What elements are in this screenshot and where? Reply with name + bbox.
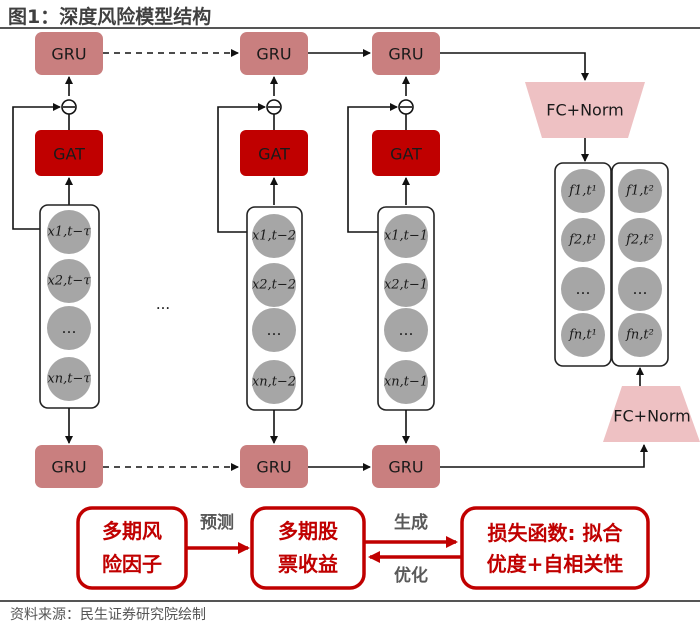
factor-f1-2: f1,t² xyxy=(625,184,654,199)
svg-text:多期股: 多期股 xyxy=(278,519,338,543)
bottom-divider xyxy=(0,600,700,602)
gru-bottom-2-label: GRU xyxy=(256,458,291,477)
gru-top-1 xyxy=(35,32,103,75)
node-x1-t-tau: x1,t−τ xyxy=(47,225,91,240)
gru-top-2-label: GRU xyxy=(256,45,291,64)
gru-bottom-1 xyxy=(35,445,103,488)
svg-text:票收益: 票收益 xyxy=(278,552,338,576)
arrow-to-fc-bottom xyxy=(440,444,648,468)
factor-group-1: f1,t¹ f2,t¹ … fn,t¹ xyxy=(554,162,612,367)
node-ellipsis-2: … xyxy=(267,321,282,339)
factor-fn-2: fn,t² xyxy=(625,328,654,343)
flow-box-loss-function: 损失函数: 拟合 优度+自相关性 xyxy=(460,506,650,590)
factor-f2-1: f2,t¹ xyxy=(568,233,597,248)
arrow-to-fc-top xyxy=(440,52,589,81)
flow-box-risk-factors: 多期风 险因子 xyxy=(76,506,188,590)
node-x1-t-2: x1,t−2 xyxy=(252,229,296,244)
gru-bottom-3 xyxy=(372,445,440,488)
top-divider xyxy=(0,27,700,29)
node-ellipsis-3: … xyxy=(399,321,414,339)
fc-norm-bottom-label: FC+Norm xyxy=(613,407,690,426)
node-x2-t-tau: x2,t−τ xyxy=(47,274,91,289)
svg-text:优度+自相关性: 优度+自相关性 xyxy=(487,552,624,576)
gru-top-2 xyxy=(240,32,308,75)
node-x2-t-2: x2,t−2 xyxy=(252,278,296,293)
gat-2-label: GAT xyxy=(258,145,290,164)
column-3: GRU GAT x1,t−1 x2,t−1 … xn,t−1 GRU xyxy=(347,32,440,488)
fc-norm-top-label: FC+Norm xyxy=(546,101,623,120)
gru-bottom-2 xyxy=(240,445,308,488)
gat-3-label: GAT xyxy=(390,145,422,164)
factor-f2-2: f2,t² xyxy=(625,233,654,248)
gru-top-3-label: GRU xyxy=(388,45,423,64)
factor-ellipsis-2: … xyxy=(633,280,648,298)
node-ellipsis-1: … xyxy=(62,319,77,337)
gru-top-3 xyxy=(372,32,440,75)
gru-top-1-label: GRU xyxy=(51,45,86,64)
column-2: GRU GAT x1,t−2 x2,t−2 … xn,t−2 GRU xyxy=(217,32,308,488)
label-generate: 生成 xyxy=(394,512,428,533)
gat-3 xyxy=(372,130,440,176)
gru-bottom-3-label: GRU xyxy=(388,458,423,477)
node-xn-t-2: xn,t−2 xyxy=(252,375,296,390)
factor-f1-1: f1,t¹ xyxy=(568,184,597,199)
gat-1 xyxy=(35,130,103,176)
column-1: GRU GAT x1,t−τ x2,t−τ … xn,t−τ GRU xyxy=(12,32,103,488)
node-xn-t-1: xn,t−1 xyxy=(384,375,428,390)
gat-2 xyxy=(240,130,308,176)
node-x1-t-1: x1,t−1 xyxy=(384,229,428,244)
label-predict: 预测 xyxy=(200,512,234,533)
factor-group-2: f1,t² f2,t² … fn,t² xyxy=(611,162,669,367)
fc-norm-bottom xyxy=(603,386,700,442)
source-note: 资料来源：民生证券研究院绘制 xyxy=(10,607,206,623)
factor-ellipsis-1: … xyxy=(576,280,591,298)
svg-text:险因子: 险因子 xyxy=(102,552,162,576)
between-ellipsis: ··· xyxy=(156,299,170,317)
label-optimize: 优化 xyxy=(394,565,428,586)
gru-bottom-1-label: GRU xyxy=(51,458,86,477)
node-x2-t-1: x2,t−1 xyxy=(384,278,428,293)
figure-title: 图1：深度风险模型结构 xyxy=(8,6,212,28)
node-xn-t-tau: xn,t−τ xyxy=(47,372,91,387)
gat-1-label: GAT xyxy=(53,145,85,164)
fc-norm-top xyxy=(525,82,645,138)
flow-box-stock-returns: 多期股 票收益 xyxy=(250,506,366,590)
factor-fn-1: fn,t¹ xyxy=(568,328,597,343)
svg-text:多期风: 多期风 xyxy=(102,519,162,543)
svg-text:损失函数: 拟合: 损失函数: 拟合 xyxy=(488,521,624,545)
